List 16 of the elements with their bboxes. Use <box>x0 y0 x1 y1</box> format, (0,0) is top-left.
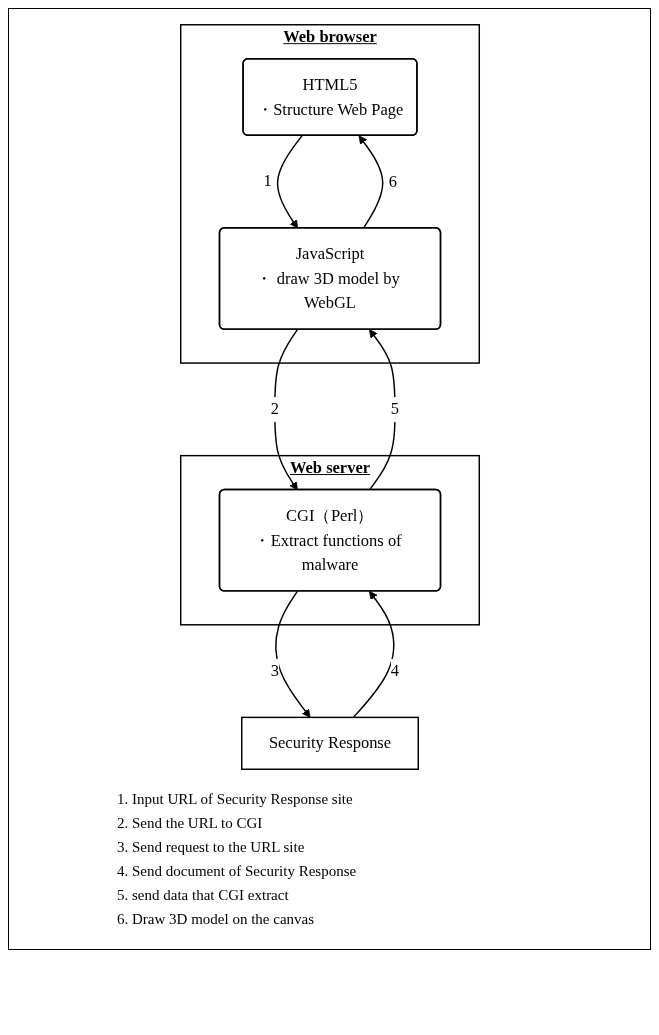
list-item: 1. Input URL of Security Response site <box>117 790 354 809</box>
list-item: 3. Send request to the URL site <box>117 838 306 857</box>
edge-label: 6 <box>388 172 397 191</box>
list-item: 2. Send the URL to CGI <box>117 814 264 833</box>
arrow <box>276 135 303 229</box>
arrow <box>274 590 311 718</box>
list-item: 4. Send document of Security Response <box>117 862 358 881</box>
node-box: Security Response <box>240 716 419 770</box>
edge-label: 2 <box>270 399 279 419</box>
edge-label: 1 <box>263 171 272 190</box>
edge-label: 5 <box>390 399 399 419</box>
list-item: 6. Draw 3D model on the canvas <box>117 910 316 929</box>
edge-label: 3 <box>270 661 279 681</box>
arrow <box>352 590 394 719</box>
list-item: 5. send data that CGI extract <box>117 886 290 905</box>
edge-label: 4 <box>390 661 399 681</box>
